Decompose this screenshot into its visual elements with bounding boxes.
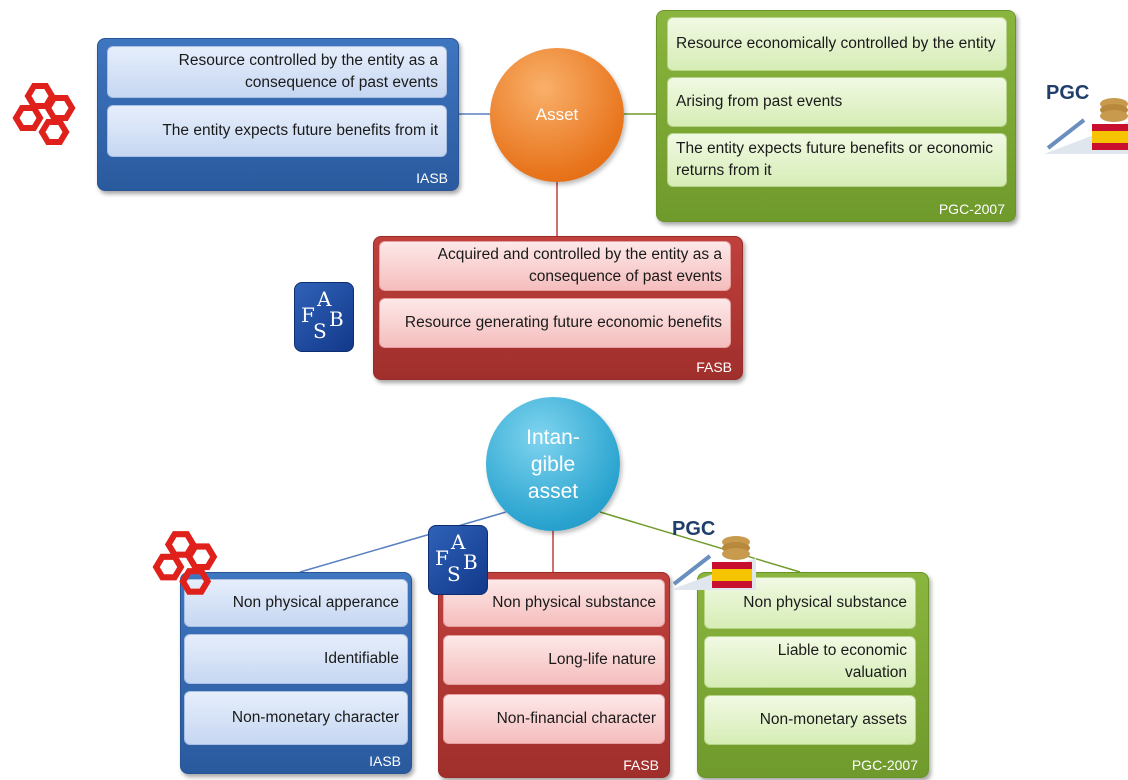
intangible-fasb-footer: FASB [623, 757, 659, 773]
fasb-logo-icon-2: F A S B [428, 525, 488, 595]
pgc-logo-icon-2: PGC [670, 518, 756, 590]
asset-label: Asset [535, 105, 579, 124]
asset-fasb-item-1: Acquired and controlled by the entity as… [379, 241, 731, 291]
asset-fasb-item-1-text: Acquired and controlled by the entity as… [437, 246, 722, 285]
fasb-logo-2-letter-f: F [435, 546, 449, 570]
intangible-iasb-item-3-text: Non-monetary character [231, 709, 399, 726]
asset-pgc-item-3: The entity expects future benefits or ec… [667, 133, 1007, 187]
pgc-logo-text-2: PGC [672, 518, 716, 540]
asset-fasb-item-2-text: Resource generating future economic bene… [404, 314, 722, 331]
intangible-fasb-group: Non physical substance Long-life nature … [438, 572, 670, 778]
fasb-logo-letter-a: A [317, 287, 332, 311]
asset-iasb-item-2-text: The entity expects future benefits from … [162, 122, 438, 139]
intangible-asset-circle: Intan-gible asset [486, 397, 620, 531]
intangible-pgc-item-2: Liable to economic valuation [704, 636, 916, 688]
asset-fasb-item-2: Resource generating future economic bene… [379, 298, 731, 348]
pgc-coins-icon [1044, 98, 1128, 154]
intangible-pgc-item-3: Non-monetary assets [704, 695, 916, 745]
asset-fasb-group: Acquired and controlled by the entity as… [373, 236, 743, 380]
pgc-coins-icon-2 [670, 536, 756, 590]
asset-pgc-item-3-text: The entity expects future benefits or ec… [676, 140, 994, 179]
intangible-fasb-item-3: Non-financial character [443, 694, 665, 744]
asset-iasb-footer: IASB [416, 170, 448, 186]
asset-pgc-group: Resource economically controlled by the … [656, 10, 1016, 222]
iasb-logo-icon-2 [152, 531, 218, 595]
intangible-pgc-item-3-text: Non-monetary assets [759, 711, 907, 728]
intangible-fasb-item-2: Long-life nature [443, 635, 665, 685]
intangible-pgc-item-1-text: Non physical substance [743, 594, 907, 611]
asset-iasb-group: Resource controlled by the entity as a c… [97, 38, 459, 191]
asset-pgc-item-1: Resource economically controlled by the … [667, 17, 1007, 71]
fasb-logo-2-letter-b: B [463, 550, 478, 574]
asset-pgc-footer: PGC-2007 [938, 201, 1005, 217]
intangible-iasb-footer: IASB [369, 753, 401, 769]
connector-intangible-pgc [599, 511, 801, 573]
asset-iasb-item-1: Resource controlled by the entity as a c… [107, 46, 447, 98]
intangible-iasb-item-1: Non physical apperance [184, 579, 408, 627]
asset-pgc-item-1-text: Resource economically controlled by the … [676, 35, 996, 52]
intangible-fasb-item-2-text: Long-life nature [548, 651, 656, 668]
fasb-logo-icon: F A S B [294, 282, 354, 352]
fasb-logo-letter-b: B [329, 307, 344, 331]
connector-intangible-iasb [299, 511, 507, 573]
asset-pgc-item-2: Arising from past events [667, 77, 1007, 127]
intangible-iasb-group: Non physical apperance Identifiable Non-… [180, 572, 412, 774]
intangible-iasb-item-3: Non-monetary character [184, 691, 408, 745]
asset-iasb-item-1-text: Resource controlled by the entity as a c… [178, 52, 438, 91]
intangible-fasb-item-1-text: Non physical substance [492, 594, 656, 611]
intangible-pgc-item-2-text: Liable to economic valuation [777, 642, 907, 681]
asset-fasb-footer: FASB [696, 359, 732, 375]
intangible-iasb-item-2: Identifiable [184, 634, 408, 684]
fasb-logo-2-letter-a: A [451, 530, 466, 554]
intangible-fasb-item-3-text: Non-financial character [496, 710, 656, 727]
intangible-asset-label: Intan-gible asset [526, 425, 580, 503]
intangible-pgc-group: Non physical substance Liable to economi… [697, 572, 929, 778]
iasb-logo-icon [12, 83, 76, 145]
fasb-logo-letter-f: F [301, 303, 315, 327]
fasb-logo-2-letter-s: S [447, 562, 461, 586]
intangible-iasb-item-2-text: Identifiable [324, 650, 399, 667]
fasb-logo-letter-s: S [313, 319, 327, 343]
pgc-logo-icon: PGC [1044, 82, 1128, 154]
asset-iasb-item-2: The entity expects future benefits from … [107, 105, 447, 157]
intangible-iasb-item-1-text: Non physical apperance [232, 594, 399, 611]
asset-circle: Asset [490, 48, 624, 182]
asset-pgc-item-2-text: Arising from past events [676, 93, 843, 110]
pgc-logo-text: PGC [1046, 82, 1090, 104]
intangible-pgc-footer: PGC-2007 [851, 757, 918, 773]
